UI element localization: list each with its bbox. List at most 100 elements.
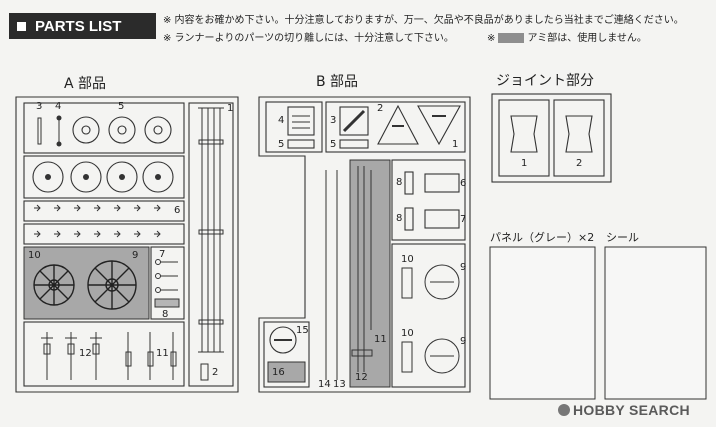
b-part-15-shape <box>269 326 297 354</box>
sprue-a-frame <box>15 96 239 393</box>
a-part-12-rods <box>41 332 102 380</box>
sprue-a <box>15 96 239 393</box>
a-label-6: 6 <box>174 205 181 216</box>
square-bullet-icon <box>17 21 26 31</box>
b-box-1-2-3 <box>325 101 466 153</box>
joint-box-1 <box>498 99 550 177</box>
sprue-b-frame <box>258 96 471 393</box>
b-part-16-mesh <box>267 361 306 383</box>
a-label-11: 11 <box>156 348 169 359</box>
hobby-search-watermark: HOBBY SEARCH <box>558 402 690 418</box>
b-part-3-shape <box>339 106 369 136</box>
b-part-5-shape <box>287 139 315 149</box>
mesh-swatch <box>498 33 525 43</box>
b-label-9b: 9 <box>460 336 467 347</box>
joint-part-2-shape <box>565 115 593 153</box>
b-part-4-shape <box>287 106 315 136</box>
b-part-8a <box>404 171 414 195</box>
seal-sheet <box>604 246 707 400</box>
notes-block: ※ 内容をお確かめ下さい。十分注意しておりますが、万一、欠品や不良品がありました… <box>163 12 684 48</box>
a-part-11-rods <box>125 332 177 380</box>
a-part-6-clips <box>34 204 161 238</box>
b-label-9a: 9 <box>460 262 467 273</box>
a-wheel-row <box>32 161 174 193</box>
section-joint-title: ジョイント部分 <box>496 73 594 89</box>
b-label-12: 12 <box>355 372 368 383</box>
b-mesh-strip <box>349 159 391 388</box>
note-check-contents: ※ 内容をお確かめ下さい。十分注意しておりますが、万一、欠品や不良品がありました… <box>163 15 684 26</box>
sprue-b <box>258 96 471 393</box>
a-box-row6b <box>23 223 185 245</box>
a-box-7-8 <box>150 246 185 320</box>
b-part-5b-shape <box>339 139 369 149</box>
b-label-11: 11 <box>374 334 387 345</box>
b-label-3: 3 <box>330 115 337 126</box>
hobby-search-logo-icon <box>558 404 570 416</box>
b-label-5b: 5 <box>330 139 337 150</box>
a-part-3-shape <box>37 117 42 145</box>
b-label-4: 4 <box>278 115 285 126</box>
a-label-7: 7 <box>159 249 166 260</box>
gray-panel <box>489 246 596 400</box>
b-label-2: 2 <box>377 103 384 114</box>
b-part-13-14-rods <box>325 170 338 380</box>
joint-part-1-shape <box>510 115 538 153</box>
b-part-6-shape <box>424 173 460 193</box>
section-b-title: B 部品 <box>316 74 359 90</box>
b-label-8a: 8 <box>396 177 403 188</box>
b-part-2-triangle <box>377 104 419 145</box>
parts-list-banner: PARTS LIST <box>9 13 156 39</box>
b-label-14: 14 <box>318 379 331 390</box>
b-box-4-5 <box>265 101 323 153</box>
a-label-2: 2 <box>212 367 219 378</box>
b-label-16: 16 <box>272 367 285 378</box>
b-part-1-triangle <box>417 105 461 146</box>
b-label-8b: 8 <box>396 213 403 224</box>
a-box-wheels <box>23 155 185 199</box>
b-label-10b: 10 <box>401 328 414 339</box>
a-label-4: 4 <box>55 101 62 112</box>
b-label-6: 6 <box>460 178 467 189</box>
a-box-bottom <box>23 321 185 387</box>
b-label-1: 1 <box>452 139 459 150</box>
a-part-2-shape <box>200 363 209 381</box>
b-part-7-shape <box>424 209 460 229</box>
b-part-12-rod <box>357 166 365 372</box>
a-box-top <box>23 102 185 154</box>
a-mesh-box <box>23 246 150 320</box>
joint-box-2 <box>553 99 605 177</box>
a-part-5-discs <box>72 116 172 144</box>
a-part-7-pins <box>155 259 178 293</box>
b-label-10a: 10 <box>401 254 414 265</box>
a-box-long <box>188 102 234 387</box>
b-box-6-7-8 <box>391 159 466 241</box>
b-label-5: 5 <box>278 139 285 150</box>
joint-label-1: 1 <box>521 158 528 169</box>
a-label-10: 10 <box>28 250 41 261</box>
a-part-9-10-wheels <box>33 260 137 310</box>
note-mesh-mark: ※ <box>487 33 496 44</box>
section-a-title: A 部品 <box>64 76 107 92</box>
a-label-5: 5 <box>118 101 125 112</box>
a-label-12: 12 <box>79 348 92 359</box>
parts-list-title: PARTS LIST <box>35 17 122 35</box>
a-label-8: 8 <box>162 309 169 320</box>
b-part-9-10-wheels <box>401 264 460 374</box>
joint-sprue <box>491 93 612 183</box>
note-mesh-text: アミ部は、使用しません。 <box>527 33 647 44</box>
section-seal-title: シール <box>606 231 639 244</box>
b-part-8b <box>404 207 414 231</box>
a-label-1: 1 <box>227 103 234 114</box>
b-label-7: 7 <box>460 214 467 225</box>
note-runner: ※ ランナーよりのパーツの切り離しには、十分注意して下さい。 ※ アミ部は、使用し… <box>163 30 684 48</box>
b-label-13: 13 <box>333 379 346 390</box>
b-label-15: 15 <box>296 325 309 336</box>
note-runner-text: ※ ランナーよりのパーツの切り離しには、十分注意して下さい。 <box>163 33 454 44</box>
section-panel-title: パネル（グレー）×2 <box>490 231 595 244</box>
a-label-3: 3 <box>36 101 43 112</box>
a-label-9: 9 <box>132 250 139 261</box>
b-box-9-10 <box>391 243 466 388</box>
watermark-text: HOBBY SEARCH <box>573 402 690 418</box>
a-box-row6a <box>23 200 185 222</box>
